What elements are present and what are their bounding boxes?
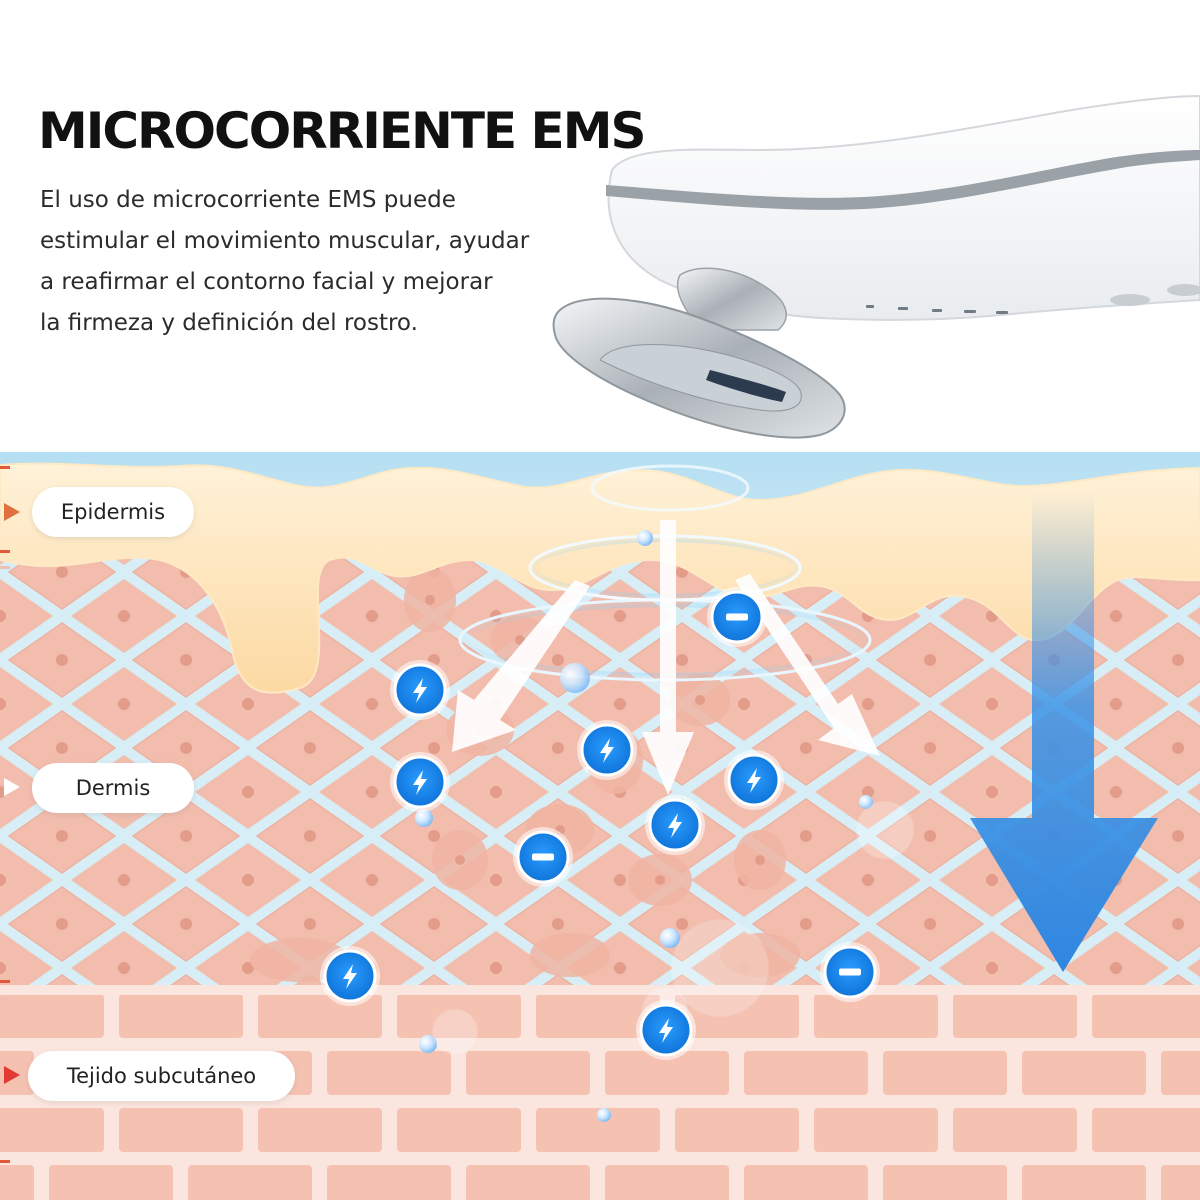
marker-arrow-subcutaneous (4, 1066, 20, 1084)
layer-tick (0, 980, 10, 983)
minus-badge (513, 827, 573, 887)
lightning-badge (577, 720, 637, 780)
lightning-badge (390, 660, 450, 720)
lightning-badge (390, 752, 450, 812)
lightning-badge (645, 795, 705, 855)
penetration-arrows (452, 520, 880, 795)
lightning-badge (724, 750, 784, 810)
arrow-down-icon (970, 492, 1158, 972)
layer-tick (0, 550, 10, 553)
description-line: a reafirmar el contorno facial y mejorar (40, 269, 493, 295)
lightning-badge (636, 1000, 696, 1060)
layer-tick (0, 566, 10, 569)
minus-icon (839, 968, 861, 976)
beauty-device-icon (552, 94, 1200, 439)
epidermis-layer (0, 462, 1200, 694)
marker-arrow-epidermis (4, 503, 20, 521)
layer-tick (0, 466, 10, 469)
minus-icon (532, 853, 554, 861)
label-subcutaneous: Tejido subcutáneo (28, 1051, 295, 1101)
description: El uso de microcorriente EMS puede estim… (40, 180, 600, 344)
marker-arrow-dermis (4, 778, 20, 796)
description-line: estimular el movimiento muscular, ayudar (40, 228, 530, 254)
description-line: El uso de microcorriente EMS puede (40, 187, 456, 213)
label-dermis: Dermis (32, 763, 194, 813)
minus-icon (726, 613, 748, 621)
page-title: MICROCORRIENTE EMS (38, 102, 646, 160)
minus-badge (707, 587, 767, 647)
lightning-badge (320, 946, 380, 1006)
label-epidermis: Epidermis (32, 487, 194, 537)
layer-tick (0, 997, 10, 1000)
description-line: la firmeza y definición del rostro. (40, 310, 418, 336)
minus-badge (820, 942, 880, 1002)
layer-tick (0, 1160, 10, 1163)
